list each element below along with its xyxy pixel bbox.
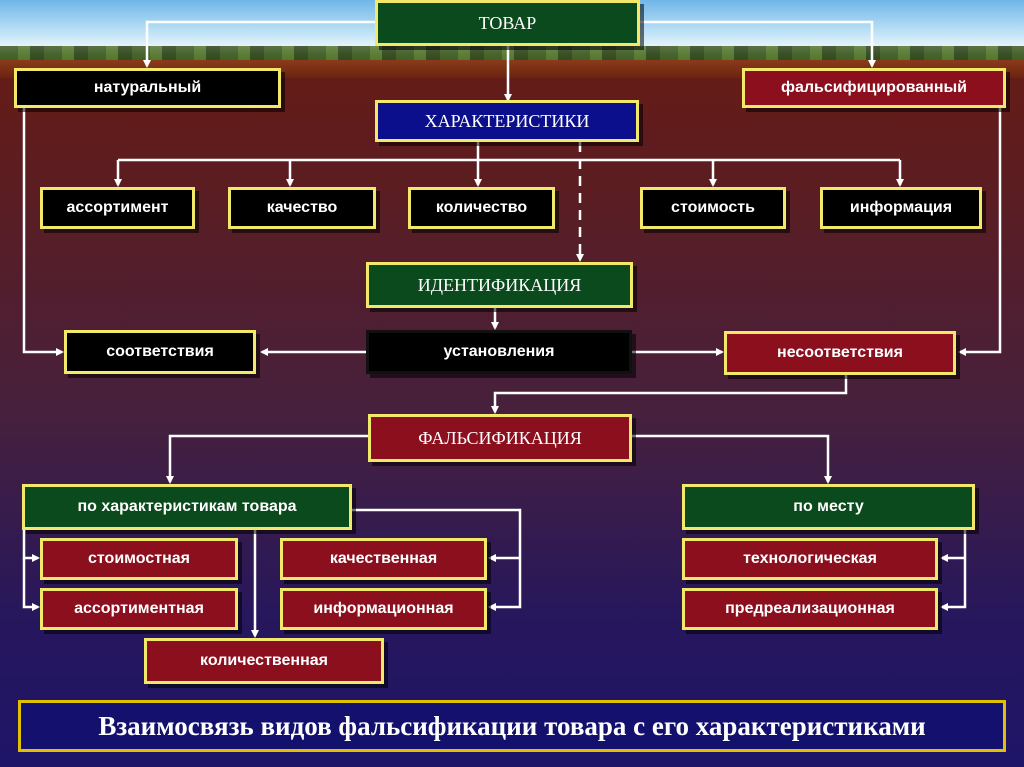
node-falsifikatsiya: ФАЛЬСИФИКАЦИЯ bbox=[368, 414, 632, 462]
node-tovar-label: ТОВАР bbox=[478, 12, 537, 33]
line-falsifik-right bbox=[632, 434, 832, 484]
node-harakteristiki: ХАРАКТЕРИСТИКИ bbox=[375, 100, 639, 142]
node-po-mestu-label: по месту bbox=[793, 498, 864, 515]
node-kachestvennaya-label: качественная bbox=[329, 550, 438, 567]
node-stoimost-label: стоимость bbox=[671, 199, 755, 216]
node-sootvetstviya-label: соответствия bbox=[106, 343, 214, 360]
node-informatsionnaya-label: информационная bbox=[313, 600, 454, 617]
node-kachestvo: качество bbox=[228, 187, 376, 229]
line-left-bracket-2 bbox=[22, 558, 40, 611]
node-ustanovleniya: установления bbox=[366, 330, 632, 374]
node-identifikatsiya-label: ИДЕНТИФИКАЦИЯ bbox=[417, 274, 582, 295]
node-po-mestu: по месту bbox=[682, 484, 975, 530]
node-kolichestvo: количество bbox=[408, 187, 555, 229]
node-predrealizatsionnaya-label: предреализационная bbox=[725, 600, 895, 617]
node-assortimentnaya-label: ассортиментная bbox=[74, 600, 204, 617]
diagram-caption-text: Взаимосвязь видов фальсификации товара с… bbox=[98, 710, 926, 741]
node-po-harakteristikam: по характеристикам товара bbox=[22, 484, 352, 530]
line-mesto-bracket bbox=[940, 530, 967, 611]
node-naturalny-label: натуральный bbox=[93, 79, 202, 96]
node-ustanovleniya-label: установления bbox=[443, 343, 555, 360]
node-falsifikatsiya-label: ФАЛЬСИФИКАЦИЯ bbox=[418, 427, 582, 448]
node-naturalny: натуральный bbox=[14, 68, 281, 108]
node-tehnologicheskaya-label: технологическая bbox=[743, 550, 877, 567]
landscape-ridge bbox=[0, 46, 1024, 60]
node-nesootvetstviya-label: несоответствия bbox=[777, 344, 903, 361]
node-harakteristiki-label: ХАРАКТЕРИСТИКИ bbox=[424, 110, 590, 131]
node-informatsiya-label: информация bbox=[849, 199, 953, 216]
node-identifikatsiya: ИДЕНТИФИКАЦИЯ bbox=[366, 262, 633, 308]
node-nesootvetstviya: несоответствия bbox=[724, 331, 956, 375]
node-kolichestvo-label: количество bbox=[435, 199, 528, 216]
node-predrealizatsionnaya: предреализационная bbox=[682, 588, 938, 630]
node-informatsionnaya: информационная bbox=[280, 588, 487, 630]
line-falsif-nesootv bbox=[958, 108, 1002, 356]
node-falsifitsirovanny-label: фальсифицированный bbox=[780, 79, 968, 96]
node-stoimostnaya-label: стоимостная bbox=[88, 550, 190, 567]
node-falsifitsirovanny: фальсифицированный bbox=[742, 68, 1006, 108]
line-naturalny-sootv bbox=[22, 108, 64, 356]
node-tehnologicheskaya: технологическая bbox=[682, 538, 938, 580]
node-assortiment-label: ассортимент bbox=[66, 199, 169, 216]
node-kolichestvennaya-label: количественная bbox=[200, 652, 328, 669]
node-stoimostnaya: стоимостная bbox=[40, 538, 238, 580]
node-kolichestvennaya: количественная bbox=[144, 638, 384, 684]
diagram-caption: Взаимосвязь видов фальсификации товара с… bbox=[18, 700, 1006, 752]
line-tovar-naturalny bbox=[143, 20, 375, 68]
node-sootvetstviya: соответствия bbox=[64, 330, 256, 374]
node-kachestvo-label: качество bbox=[266, 199, 338, 216]
node-assortimentnaya: ассортиментная bbox=[40, 588, 238, 630]
line-tovar-falsif bbox=[640, 20, 876, 68]
node-po-harakteristikam-label: по характеристикам товара bbox=[77, 498, 297, 515]
line-falsifik-left bbox=[166, 434, 368, 484]
node-kachestvennaya: качественная bbox=[280, 538, 487, 580]
node-informatsiya: информация bbox=[820, 187, 982, 229]
line-nesootv-falsifik bbox=[491, 375, 848, 414]
node-assortiment: ассортимент bbox=[40, 187, 195, 229]
node-stoimost: стоимость bbox=[640, 187, 786, 229]
node-tovar: ТОВАР bbox=[375, 0, 640, 46]
